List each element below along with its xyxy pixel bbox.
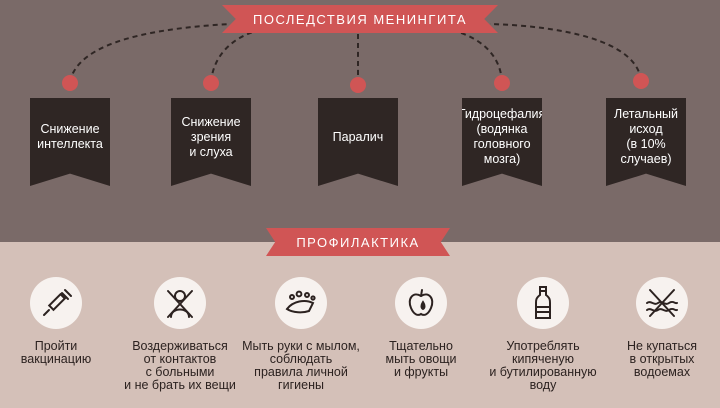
prevention-no-swimming: Не купаться в открытых водоемах	[626, 339, 697, 379]
consequences-title: ПОСЛЕДСТВИЯ МЕНИНГИТА	[222, 5, 498, 33]
prevention-wash-hands: Мыть руки с мылом, соблюдать правила лич…	[242, 339, 360, 392]
connector-5	[489, 23, 642, 81]
prevention-title: ПРОФИЛАКТИКА	[266, 228, 450, 256]
no-swimming-icon	[636, 277, 688, 329]
consequence-vision-hearing: Снижение зрения и слуха	[171, 98, 251, 186]
prevention-avoid-contact: Воздерживаться от контактов с больными и…	[124, 339, 236, 392]
no-contact-icon	[154, 277, 206, 329]
consequence-lethal: Летальный исход (в 10% случаев)	[606, 98, 686, 186]
hand-washing-icon	[275, 277, 327, 329]
node-3	[350, 77, 366, 93]
connector-2	[210, 27, 271, 83]
prevention-vaccination: Пройти вакцинацию	[20, 339, 92, 366]
consequence-paralysis: Паралич	[318, 98, 398, 186]
prevention-section	[0, 242, 720, 408]
consequence-label: Снижение зрения и слуха	[181, 114, 241, 159]
prevention-wash-produce: Тщательно мыть овощи и фрукты	[385, 339, 457, 379]
connector-4	[439, 27, 503, 83]
bottle-icon	[517, 277, 569, 329]
consequence-label: Снижение интеллекта	[37, 122, 103, 151]
node-5	[633, 73, 649, 89]
node-2	[203, 75, 219, 91]
consequence-label: Летальный исход (в 10% случаев)	[614, 107, 678, 166]
connector-lines	[62, 23, 649, 93]
node-4	[494, 75, 510, 91]
node-1	[62, 75, 78, 91]
consequence-hydrocephalus: Гидроцефалия (водянка головного мозга)	[462, 98, 542, 186]
consequence-intellect: Снижение интеллекта	[30, 98, 110, 186]
apple-drop-icon	[395, 277, 447, 329]
prevention-boiled-water: Употреблять кипяченую и бутилированную в…	[489, 339, 597, 392]
connector-1	[69, 23, 231, 83]
syringe-icon	[30, 277, 82, 329]
consequence-label: Паралич	[332, 129, 384, 144]
consequence-label: Гидроцефалия (водянка головного мозга)	[458, 107, 546, 166]
